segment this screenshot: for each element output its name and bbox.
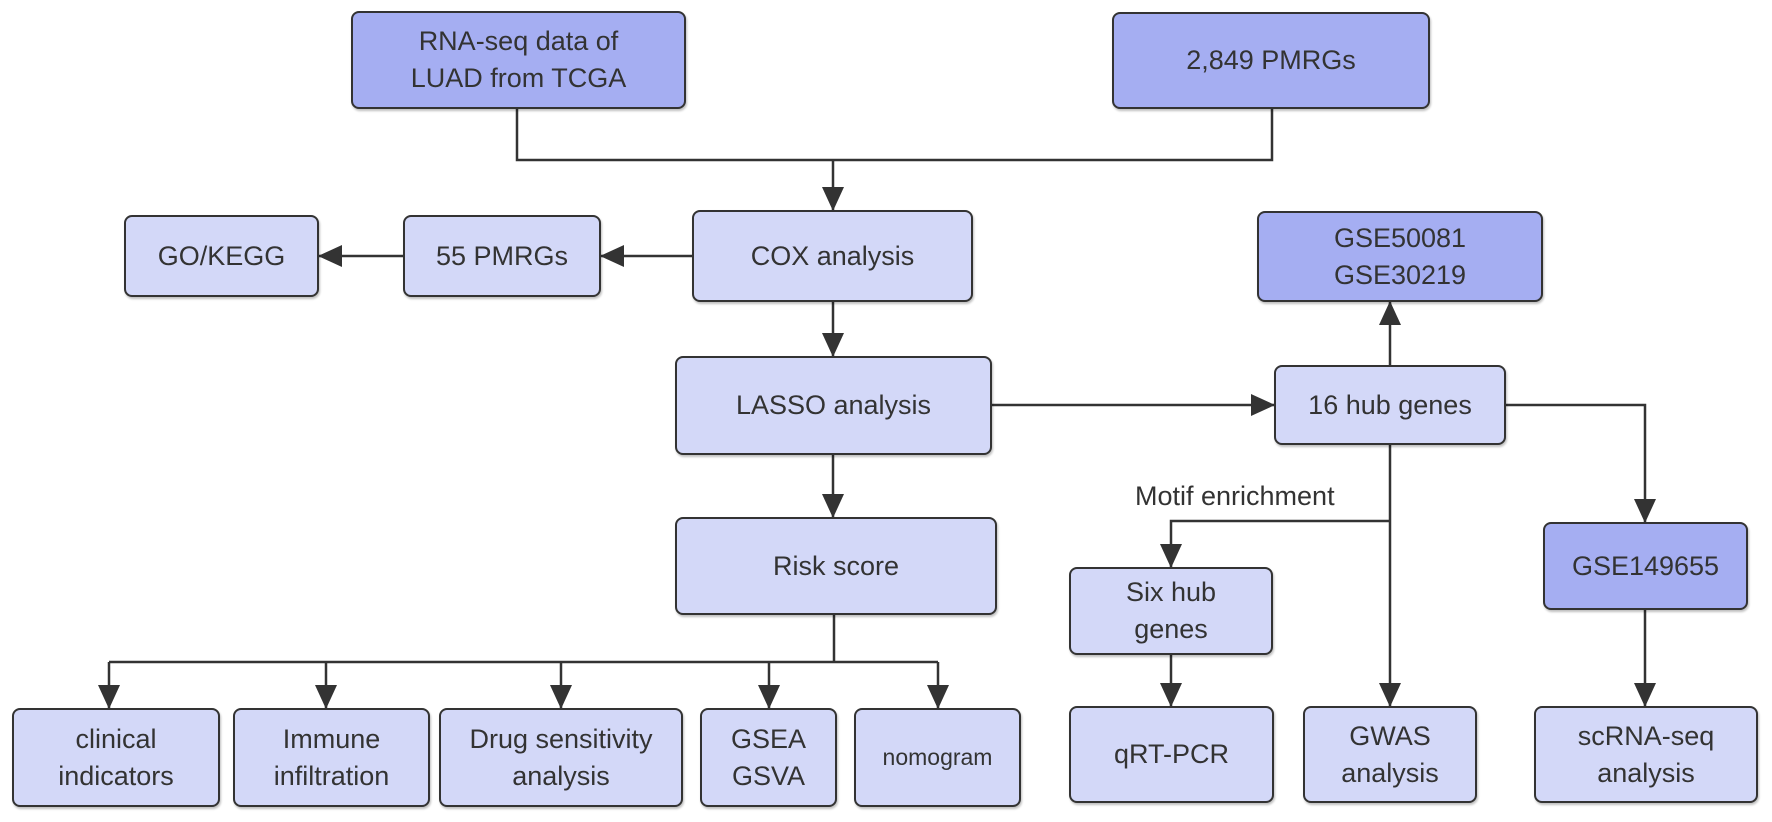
node-text: analysis: [512, 760, 610, 791]
node-clinical-indicators: clinical indicators: [12, 708, 220, 807]
node-lasso-analysis: LASSO analysis: [675, 356, 992, 455]
node-text: 2,849 PMRGs: [1186, 45, 1356, 75]
node-text: qRT-PCR: [1113, 739, 1230, 769]
edge-rnaseq-merge: [515, 109, 1274, 162]
node-nomogram: nomogram: [854, 708, 1021, 807]
node-text: GSE149655: [1571, 550, 1720, 581]
edge-risk-bus: [109, 615, 938, 664]
node-text: GO/KEGG: [157, 240, 286, 271]
edge-hub16-to-sixhub: [1160, 519, 1390, 568]
node-gse-validation: GSE50081 GSE30219: [1257, 211, 1543, 302]
node-text: genes: [1134, 614, 1208, 644]
node-text: clinical: [75, 723, 157, 754]
node-gse149655: GSE149655: [1543, 522, 1748, 610]
node-text: COX analysis: [750, 240, 915, 271]
node-16-hub-genes: 16 hub genes: [1274, 365, 1506, 445]
node-text: scRNA-seq: [1577, 720, 1715, 751]
node-rnaseq-tcga: RNA-seq data of LUAD from TCGA: [351, 11, 686, 109]
node-text: LUAD from TCGA: [410, 63, 627, 93]
node-gsea-gsva: GSEA GSVA: [700, 708, 837, 807]
node-text: GSEA: [730, 723, 807, 754]
node-text: RNA-seq data of: [418, 26, 619, 56]
node-qrt-pcr: qRT-PCR: [1069, 706, 1274, 803]
node-scrna-seq-analysis: scRNA-seq analysis: [1534, 706, 1758, 803]
node-text: GSE50081: [1333, 222, 1467, 253]
node-text: analysis: [1341, 757, 1439, 788]
node-text: LASSO analysis: [735, 390, 932, 420]
edge-hub16-to-gse149655: [1506, 403, 1656, 523]
node-text: GSE30219: [1333, 259, 1467, 290]
node-text: 55 PMRGs: [435, 240, 569, 271]
node-go-kegg: GO/KEGG: [124, 215, 319, 297]
node-text: Drug sensitivity: [469, 723, 653, 754]
node-text: Risk score: [772, 550, 900, 581]
node-text: 16 hub genes: [1308, 389, 1472, 420]
node-gwas-analysis: GWAS analysis: [1303, 706, 1477, 803]
node-55-pmrgs: 55 PMRGs: [403, 215, 601, 297]
edge-label-motif-enrichment: Motif enrichment: [1135, 481, 1335, 511]
node-text: nomogram: [882, 744, 993, 770]
node-text: analysis: [1597, 757, 1695, 788]
node-six-hub-genes: Six hub genes: [1069, 567, 1273, 655]
node-immune-infiltration: Immune infiltration: [233, 708, 430, 807]
node-text: indicators: [58, 760, 174, 791]
node-text: Six hub: [1125, 577, 1217, 607]
node-text: Immune: [282, 723, 381, 754]
node-text: GWAS: [1349, 720, 1431, 751]
node-text: infiltration: [273, 760, 390, 791]
node-drug-sensitivity: Drug sensitivity analysis: [439, 708, 683, 807]
node-risk-score: Risk score: [675, 517, 997, 615]
node-cox-analysis: COX analysis: [692, 210, 973, 302]
node-text: GSVA: [731, 760, 806, 791]
node-2849-pmrgs: 2,849 PMRGs: [1112, 12, 1430, 109]
